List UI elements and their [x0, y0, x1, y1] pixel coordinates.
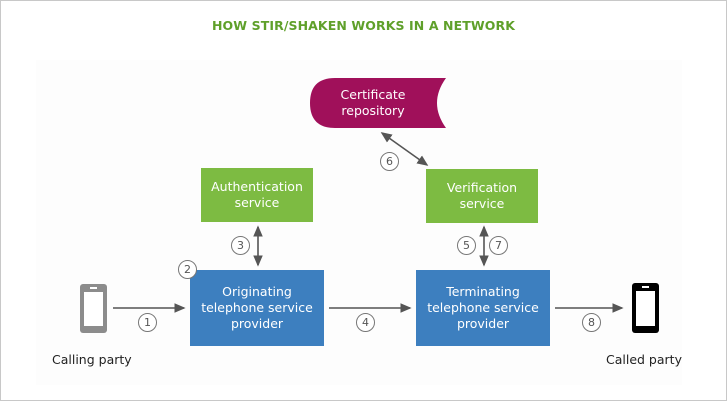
arrow-repository-verification [380, 132, 429, 166]
step-badge-1: 1 [138, 313, 157, 332]
originating-provider-box: Originating telephone service provider [190, 270, 324, 346]
step-badge-4: 4 [356, 313, 375, 332]
calling-phone-icon [80, 284, 107, 333]
authentication-service-box: Authentication service [201, 168, 313, 222]
diagram-title: HOW STIR/SHAKEN WORKS IN A NETWORK [212, 18, 515, 33]
step-badge-5: 5 [457, 236, 476, 255]
step-badge-7: 7 [489, 236, 508, 255]
terminating-provider-box: Terminating telephone service provider [416, 270, 550, 346]
called-phone-icon [632, 283, 659, 333]
calling-party-label: Calling party [52, 352, 132, 367]
called-party-label: Called party [606, 352, 682, 367]
step-badge-2: 2 [178, 260, 197, 279]
step-badge-8: 8 [582, 313, 601, 332]
step-badge-3: 3 [231, 236, 250, 255]
step-badge-6: 6 [380, 152, 399, 171]
certificate-repository-label: Certificate repository [340, 87, 406, 118]
certificate-repository-shape [310, 78, 446, 128]
verification-service-box: Verification service [426, 169, 538, 223]
